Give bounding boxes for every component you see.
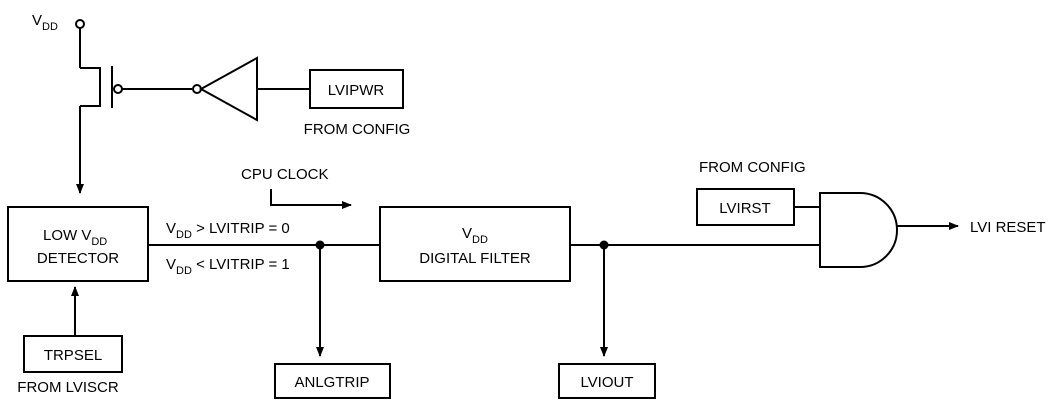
from-lviscr-label: FROM LVISCR	[17, 379, 119, 396]
cpu-clock-label: CPU CLOCK	[241, 166, 329, 183]
lvirst-label: LVIRST	[719, 200, 770, 217]
from-config-label-2: FROM CONFIG	[699, 159, 806, 176]
trpsel-box	[23, 335, 123, 373]
pmos-gate-bubble	[113, 84, 123, 94]
lviout-label: LVIOUT	[580, 374, 633, 391]
cpu-clock-arrow	[270, 189, 352, 209]
lvipwr-label: LVIPWR	[328, 82, 385, 99]
anlgtrip-label: ANLGTRIP	[294, 374, 369, 391]
from-config-label-1: FROM CONFIG	[304, 121, 411, 138]
pmos-channel	[80, 67, 101, 107]
lviout-box	[558, 363, 656, 399]
lvipwr-box	[309, 69, 404, 109]
filter-label-line2: DIGITAL FILTER	[419, 250, 531, 267]
filter-label-line1: VDD	[462, 225, 488, 246]
vdd-terminal	[75, 19, 85, 29]
lviout-junction	[599, 240, 609, 250]
vdd-label: VDD	[32, 12, 58, 33]
anlgtrip-box	[274, 363, 391, 399]
detector-label-line2: DETECTOR	[37, 250, 119, 267]
anlgtrip-junction	[315, 240, 325, 250]
condition-less-label: VDD < LVITRIP = 1	[166, 256, 290, 277]
lvi-reset-label: LVI RESET	[970, 219, 1046, 236]
condition-greater-label: VDD > LVITRIP = 0	[166, 220, 290, 241]
and-gate	[819, 192, 898, 268]
detector-box	[7, 206, 149, 282]
trpsel-label: TRPSEL	[44, 347, 102, 364]
detector-label-line1: LOW VDD	[43, 227, 107, 248]
inverter-symbol	[198, 56, 258, 122]
